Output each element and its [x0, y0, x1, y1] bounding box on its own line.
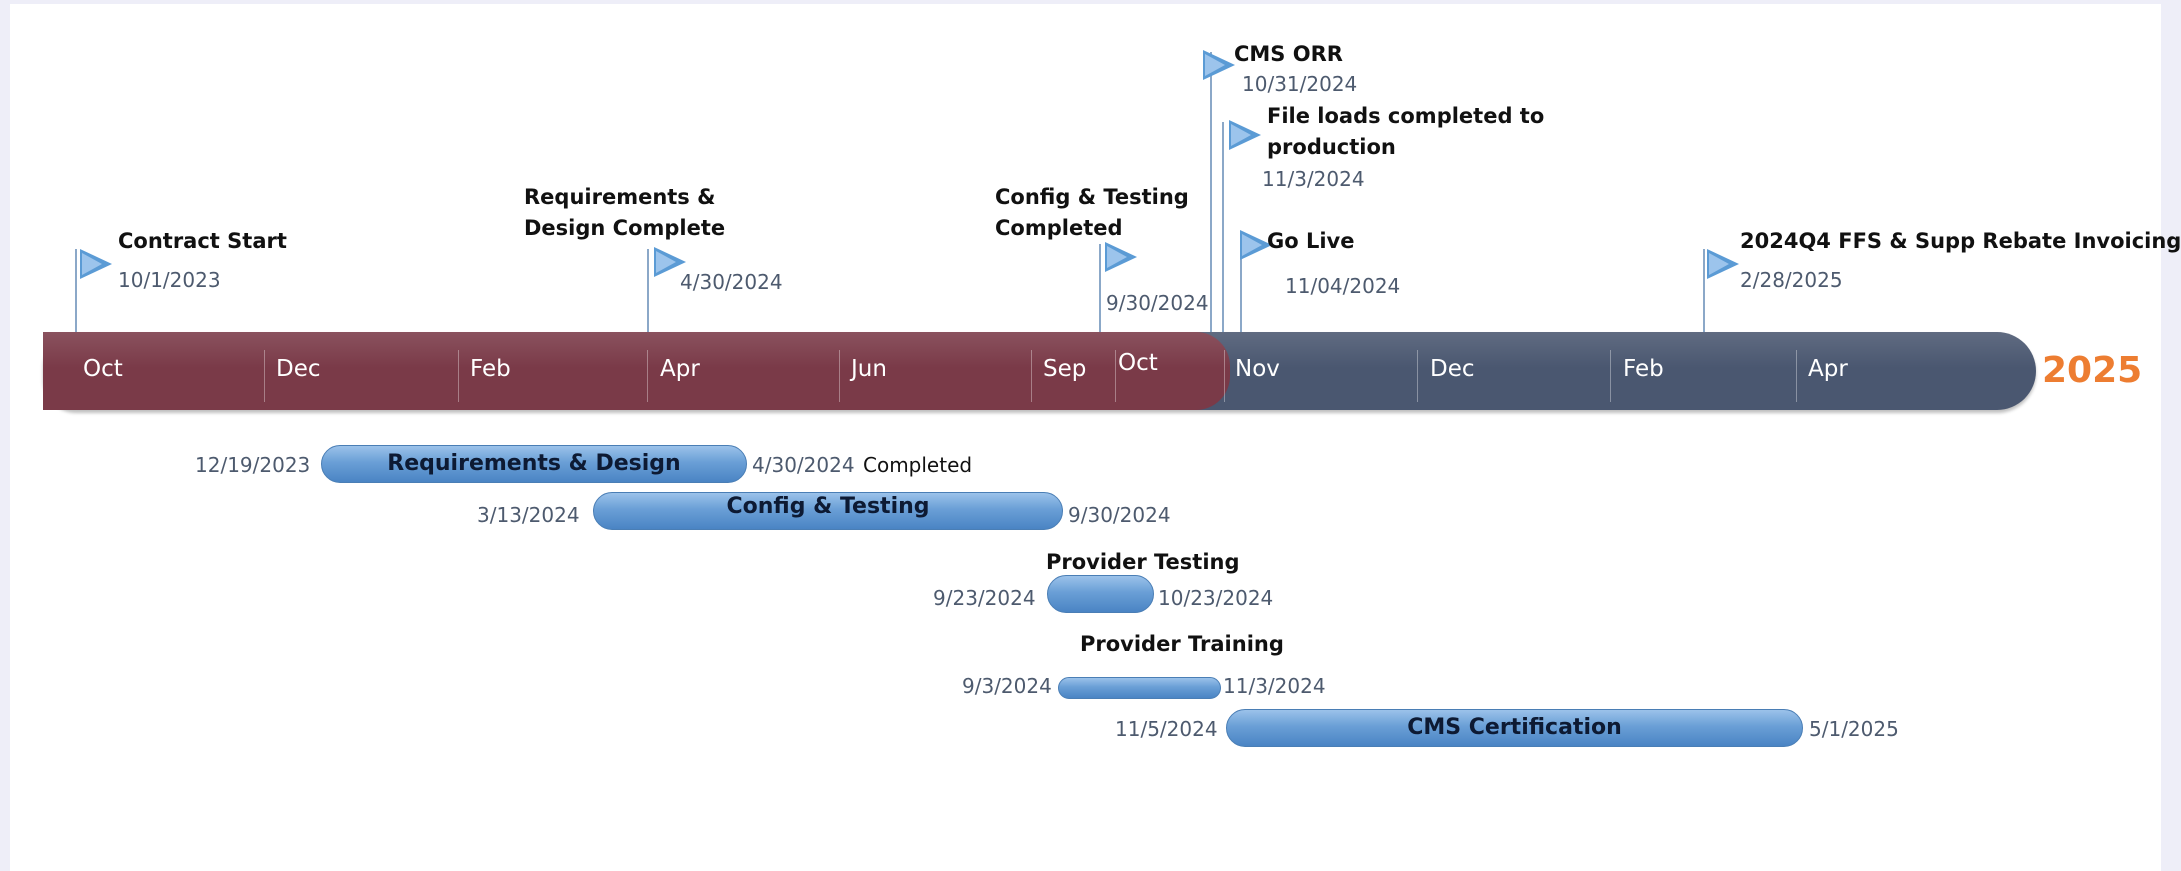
task-end-date: 11/3/2024	[1223, 674, 1326, 698]
milestone-pole	[1210, 52, 1212, 339]
timeline-band-past	[43, 332, 1230, 410]
task-end-date: 5/1/2025	[1809, 717, 1899, 741]
flag-icon	[1105, 242, 1137, 272]
month-label: Oct	[83, 356, 123, 382]
milestone-title: CMS ORR	[1234, 42, 1343, 66]
month-label: Feb	[1623, 356, 1664, 382]
milestone-pole	[1099, 244, 1101, 339]
task-start-date: 11/5/2024	[1115, 717, 1218, 741]
month-separator	[1796, 350, 1797, 402]
task-start-date: 9/3/2024	[962, 674, 1052, 698]
milestone-date: 11/04/2024	[1285, 274, 1401, 298]
task-label: Provider Testing	[1046, 550, 1240, 574]
timeline-band-gloss	[43, 332, 2036, 368]
task-label: CMS Certification	[1407, 715, 1622, 740]
task-bar: CMS Certification	[1226, 709, 1803, 747]
milestone-title-line1: File loads completed to	[1267, 104, 1545, 128]
month-separator	[1224, 350, 1225, 402]
milestone-date: 9/30/2024	[1106, 291, 1209, 315]
task-label: Requirements & Design	[387, 451, 681, 476]
milestone-title-line2: Completed	[995, 216, 1123, 240]
task-end-date: 9/30/2024	[1068, 503, 1171, 527]
month-separator	[1031, 350, 1032, 402]
flag-icon	[1240, 230, 1272, 260]
task-end-date: 10/23/2024	[1158, 586, 1274, 610]
month-label: Sep	[1043, 356, 1087, 382]
month-separator	[1417, 350, 1418, 402]
month-label: Apr	[660, 356, 700, 382]
month-separator	[1610, 350, 1611, 402]
flag-icon	[654, 247, 686, 277]
milestone-title: 2024Q4 FFS & Supp Rebate Invoicing	[1740, 229, 2181, 253]
milestone-date: 10/1/2023	[118, 268, 221, 292]
milestone-title-line2: Design Complete	[524, 216, 726, 240]
month-separator	[264, 350, 265, 402]
year-label: 2025	[2042, 350, 2143, 391]
task-bar	[1047, 575, 1154, 613]
milestone-date: 2/28/2025	[1740, 268, 1843, 292]
month-separator	[647, 350, 648, 402]
task-label: Provider Training	[1080, 632, 1284, 656]
milestone-title-line1: Config & Testing	[995, 185, 1189, 209]
month-separator	[839, 350, 840, 402]
month-label: Apr	[1808, 356, 1848, 382]
task-end-date: 4/30/2024	[752, 453, 855, 477]
milestone-title-line2: production	[1267, 135, 1396, 159]
milestone-date: 4/30/2024	[680, 270, 783, 294]
task-start-date: 9/23/2024	[933, 586, 1036, 610]
flag-icon	[1707, 249, 1739, 279]
task-label: Config & Testing	[726, 494, 930, 519]
timeline-page: Contract Start 10/1/2023 Requirements & …	[10, 4, 2181, 871]
task-bar	[1058, 677, 1221, 699]
task-bar: Config & Testing	[593, 492, 1063, 530]
flag-icon	[80, 249, 112, 279]
flag-icon	[1203, 50, 1235, 80]
month-label: Dec	[1430, 356, 1475, 382]
milestone-date: 10/31/2024	[1242, 72, 1358, 96]
month-label: Dec	[276, 356, 321, 382]
milestone-pole	[647, 249, 649, 339]
task-bar: Requirements & Design	[321, 445, 747, 483]
month-label: Nov	[1235, 356, 1280, 382]
task-status: Completed	[863, 453, 973, 477]
milestone-pole	[75, 249, 77, 339]
milestone-title-line1: Requirements &	[524, 185, 716, 209]
task-start-date: 3/13/2024	[477, 503, 580, 527]
month-separator	[458, 350, 459, 402]
milestone-pole	[1240, 232, 1242, 339]
month-separator	[1115, 350, 1116, 402]
milestone-title: Contract Start	[118, 229, 287, 253]
milestone-date: 11/3/2024	[1262, 167, 1365, 191]
task-start-date: 12/19/2023	[195, 453, 311, 477]
month-label: Jun	[851, 356, 887, 382]
month-label: Oct	[1118, 350, 1158, 376]
timeline-band	[43, 332, 2036, 410]
milestone-pole	[1703, 249, 1705, 339]
flag-icon	[1229, 120, 1261, 150]
month-label: Feb	[470, 356, 511, 382]
milestone-pole	[1222, 122, 1224, 339]
milestone-title: Go Live	[1267, 229, 1355, 253]
